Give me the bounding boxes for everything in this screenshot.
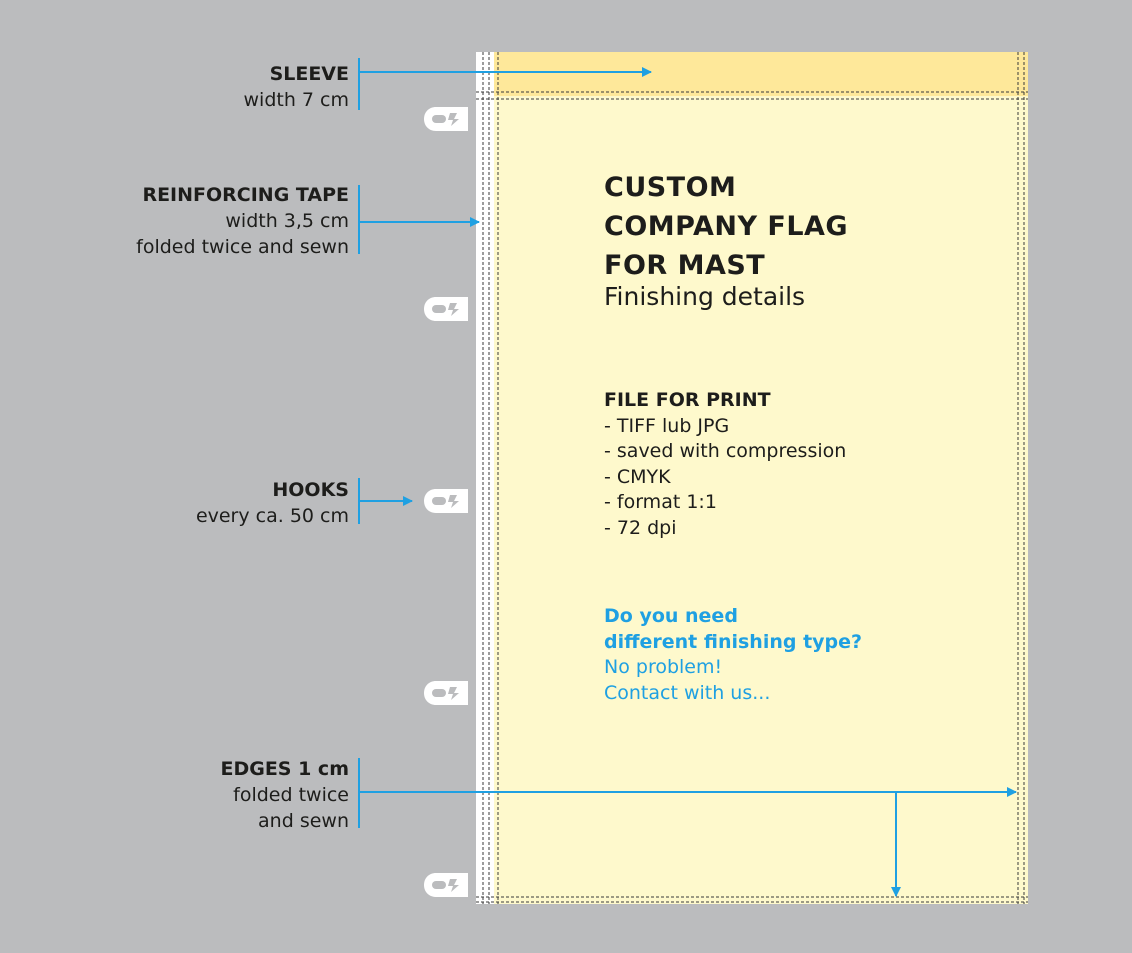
contact-answer: No problem! (604, 656, 723, 679)
file-spec-item: - format 1:1 (604, 491, 717, 514)
edges-label: EDGES 1 cm folded twice and sewn (220, 756, 349, 834)
sleeve-width: width 7 cm (243, 89, 350, 111)
contact-block: Do you need different finishing type? No… (604, 604, 862, 706)
hooks-label: HOOKS every ca. 50 cm (196, 477, 349, 529)
flag-subtitle: Finishing details (604, 282, 806, 311)
contact-link[interactable]: Contact with us... (604, 681, 771, 704)
hooks-title: HOOKS (272, 479, 349, 501)
flag-title-line-3: FOR MAST (604, 250, 766, 281)
sleeve-label: SLEEVE width 7 cm (244, 61, 350, 113)
flag-title-line-2: COMPANY FLAG (604, 211, 849, 242)
tape-title: REINFORCING TAPE (142, 184, 349, 206)
hook-icon (424, 297, 468, 321)
contact-question-1: Do you need (604, 605, 738, 627)
flag-body (494, 52, 1028, 904)
tape-note: folded twice and sewn (136, 236, 349, 258)
sleeve-title: SLEEVE (269, 63, 349, 85)
hook-icon (424, 681, 468, 705)
file-spec-item: - saved with compression (604, 440, 847, 463)
hooks-spacing: every ca. 50 cm (195, 505, 349, 527)
hook-icon (424, 873, 468, 897)
file-spec-heading: FILE FOR PRINT (604, 389, 771, 411)
tape-label: REINFORCING TAPE width 3,5 cm folded twi… (136, 182, 349, 260)
edges-title: EDGES 1 cm (220, 758, 349, 780)
tape-width: width 3,5 cm (225, 210, 349, 232)
stitch-lines (476, 52, 1028, 904)
file-spec-item: - CMYK (604, 465, 671, 488)
flag-title-line-1: CUSTOM (604, 172, 737, 203)
sleeve-area (494, 52, 1028, 96)
edges-note-2: and sewn (258, 810, 349, 832)
file-spec-item: - 72 dpi (604, 516, 677, 539)
hook-icon (424, 489, 468, 513)
contact-question-2: different finishing type? (604, 630, 863, 653)
flag-title-block: CUSTOM COMPANY FLAG FOR MAST Finishing d… (604, 168, 848, 313)
file-spec-item: - TIFF lub JPG (604, 414, 730, 437)
hook-icon (424, 107, 468, 131)
edges-note-1: folded twice (233, 784, 349, 806)
reinforcing-tape (476, 52, 494, 904)
file-spec: FILE FOR PRINT - TIFF lub JPG - saved wi… (604, 388, 846, 542)
